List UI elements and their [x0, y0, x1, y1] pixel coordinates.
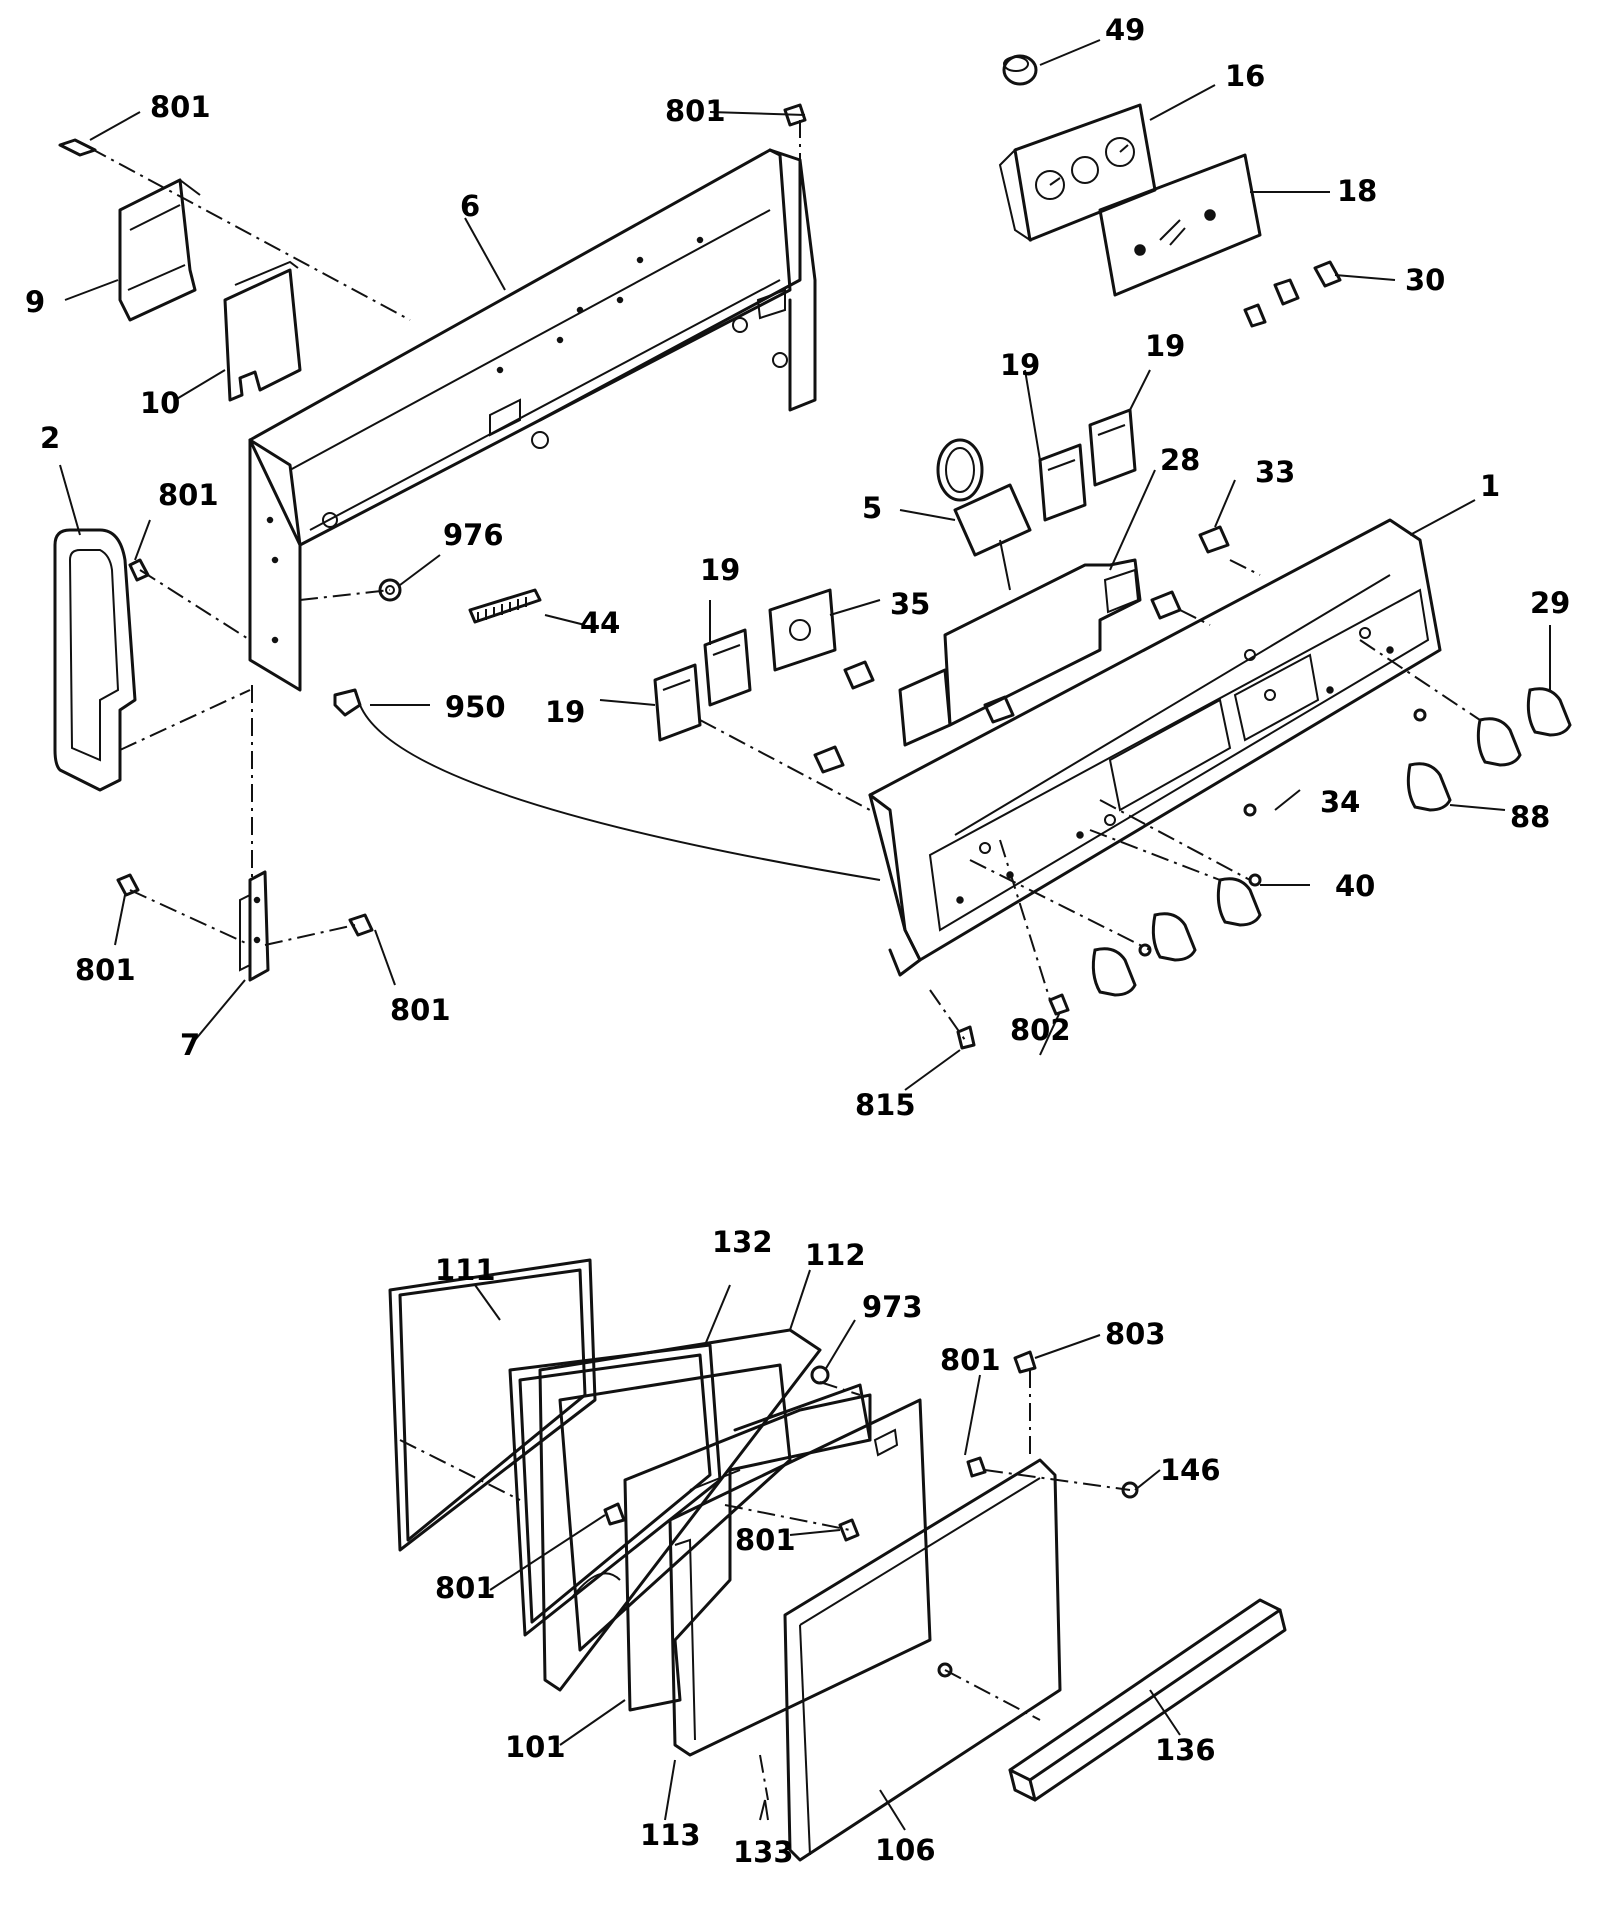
screws-top [58, 103, 1070, 1050]
part-113-door-panel [668, 1398, 932, 1757]
callout-801: 801 [150, 90, 211, 124]
callout-1: 1 [1480, 469, 1500, 503]
assembly-lines-bottom [399, 1370, 1131, 1801]
callout-19: 19 [545, 695, 585, 729]
callout-801: 801 [940, 1343, 1001, 1377]
callout-801: 801 [435, 1571, 496, 1605]
part-950-clip [333, 688, 362, 717]
leader-lines-bottom [474, 1269, 1181, 1831]
part-111-gasket [388, 1258, 597, 1552]
callout-133: 133 [733, 1835, 794, 1869]
callout-973: 973 [862, 1290, 923, 1324]
callout-16: 16 [1225, 59, 1265, 93]
callout-numbers: 801 801 49 16 18 30 6 9 10 2 801 976 44 … [25, 13, 1570, 1869]
part-18-clock-lens [1098, 153, 1262, 297]
part-101-insulation [623, 1383, 872, 1712]
part-7-bracket [239, 870, 270, 982]
part-136-handle [1008, 1598, 1287, 1802]
callout-113: 113 [640, 1818, 701, 1852]
callout-9: 9 [25, 285, 45, 319]
knobs [1091, 687, 1572, 997]
callout-976: 976 [443, 518, 504, 552]
indicator-light-c [983, 695, 1015, 724]
callout-28: 28 [1160, 443, 1200, 477]
callout-88: 88 [1510, 800, 1550, 834]
part-6-backsplash-frame [248, 148, 817, 692]
assembly-lines-top [89, 120, 1481, 1041]
callout-146: 146 [1160, 1453, 1221, 1487]
part-10-shield [223, 260, 302, 402]
callout-801: 801 [390, 993, 451, 1027]
callout-111: 111 [435, 1253, 496, 1287]
indicator-light-d [813, 745, 845, 774]
callout-802: 802 [1010, 1013, 1071, 1047]
callout-2: 2 [40, 421, 60, 455]
callout-7: 7 [180, 1028, 200, 1062]
callout-5: 5 [862, 491, 882, 525]
callout-19: 19 [700, 553, 740, 587]
part-44-wire-harness [468, 588, 542, 624]
indicator-light-b [843, 660, 875, 690]
part-106-outer-door [783, 1458, 1062, 1862]
callout-132: 132 [712, 1225, 773, 1259]
part-35-switch [768, 588, 837, 672]
callout-801: 801 [158, 478, 219, 512]
part-49-knob [1002, 54, 1038, 86]
part-19-switch-lower-b [703, 628, 752, 707]
indicator-light-a [1150, 590, 1182, 620]
callout-29: 29 [1530, 586, 1570, 620]
callout-801: 801 [665, 94, 726, 128]
part-2-end-cap [53, 528, 137, 792]
callout-44: 44 [580, 606, 620, 640]
part-30-buttons [1243, 260, 1342, 328]
part-1-control-panel [868, 518, 1442, 977]
part-33-indicator [1198, 525, 1230, 554]
callout-801: 801 [735, 1523, 796, 1557]
callout-801: 801 [75, 953, 136, 987]
callout-815: 815 [855, 1088, 916, 1122]
callout-49: 49 [1105, 13, 1145, 47]
callout-33: 33 [1255, 455, 1295, 489]
callout-101: 101 [505, 1730, 566, 1764]
callout-10: 10 [140, 386, 180, 420]
callout-6: 6 [460, 189, 480, 223]
part-16-clock [998, 103, 1157, 243]
callout-34: 34 [1320, 785, 1360, 819]
leader-lines-top [59, 39, 1551, 1091]
callout-950: 950 [445, 690, 506, 724]
part-19-switch-upper-b [1088, 408, 1137, 487]
part-976-nut [378, 578, 402, 602]
part-19-switch-lower-a [653, 663, 702, 742]
callout-136: 136 [1155, 1733, 1216, 1767]
callout-19: 19 [1000, 348, 1040, 382]
part-9-bracket [118, 178, 201, 322]
callout-106: 106 [875, 1833, 936, 1867]
callout-18: 18 [1337, 174, 1377, 208]
callout-19: 19 [1145, 329, 1185, 363]
callout-35: 35 [890, 587, 930, 621]
callout-30: 30 [1405, 263, 1445, 297]
part-5-thermostat [936, 438, 1032, 591]
callout-803: 803 [1105, 1317, 1166, 1351]
part-112-inner-door [538, 1328, 822, 1692]
part-19-switch-upper-a [1038, 443, 1087, 522]
callout-40: 40 [1335, 869, 1375, 903]
callout-112: 112 [805, 1238, 866, 1272]
